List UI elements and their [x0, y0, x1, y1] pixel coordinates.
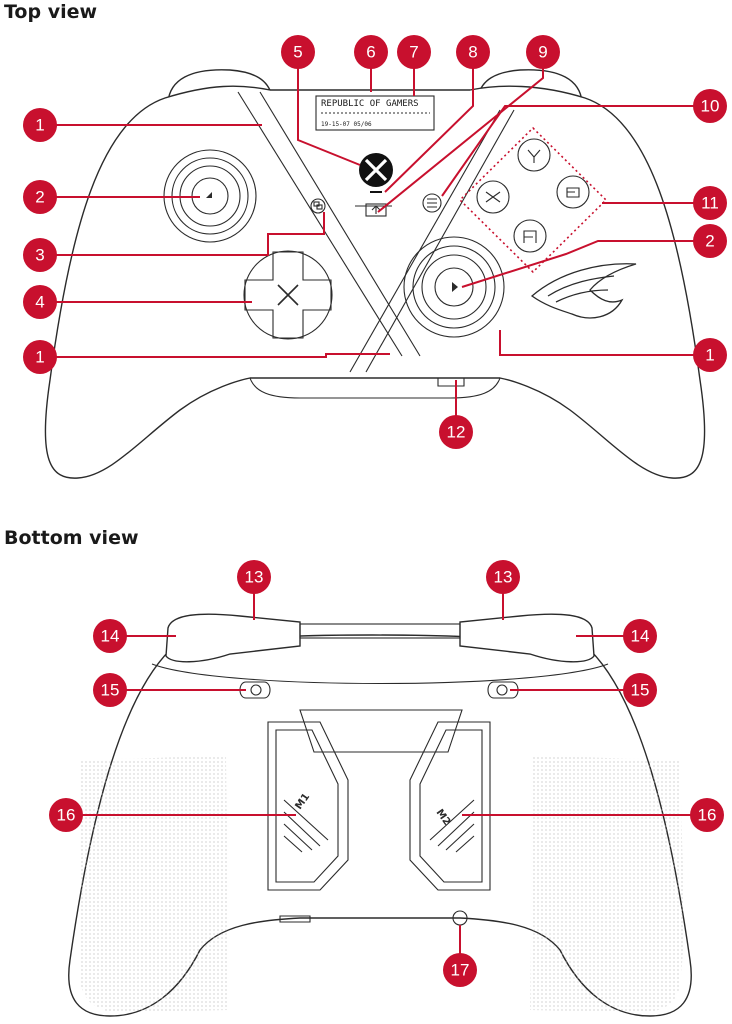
callout-badge-16b: 16 [690, 798, 724, 832]
b-button [556, 175, 590, 209]
svg-text:13: 13 [245, 568, 264, 587]
svg-text:11: 11 [701, 194, 719, 213]
svg-text:2: 2 [35, 188, 44, 207]
profile-switch-left [239, 681, 271, 699]
callout-badge-9: 9 [526, 35, 560, 69]
callout-badge-11: 11 [693, 186, 727, 220]
callout-badge-14b: 14 [623, 619, 657, 653]
a-button [513, 219, 547, 253]
callout-badge-7: 7 [397, 35, 431, 69]
bottom-callouts: 13 13 14 14 15 15 16 16 17 [49, 560, 724, 987]
svg-text:1: 1 [35, 116, 44, 135]
svg-text:16: 16 [57, 806, 76, 825]
x-button [476, 180, 510, 214]
controller-bottom-view: M1 M2 13 13 14 14 15 [49, 560, 724, 1017]
right-thumbstick [403, 236, 505, 338]
svg-text:1: 1 [705, 346, 714, 365]
face-buttons [458, 126, 608, 274]
svg-text:4: 4 [35, 293, 44, 312]
svg-text:7: 7 [409, 43, 418, 62]
callout-badge-13b: 13 [486, 560, 520, 594]
svg-text:17: 17 [451, 961, 470, 980]
callout-badge-10: 10 [693, 89, 727, 123]
view-button [310, 198, 326, 214]
rog-logo [530, 263, 637, 319]
callout-badge-16a: 16 [49, 798, 83, 832]
callout-badge-6: 6 [354, 35, 388, 69]
share-button [365, 203, 387, 217]
svg-text:15: 15 [631, 681, 650, 700]
svg-text:15: 15 [101, 681, 120, 700]
svg-text:1: 1 [35, 348, 44, 367]
left-grip-texture [79, 756, 228, 1012]
y-button [517, 138, 551, 172]
svg-text:8: 8 [468, 43, 477, 62]
svg-text:10: 10 [701, 97, 720, 116]
callout-badge-1c: 1 [693, 338, 727, 372]
svg-text:9: 9 [538, 43, 547, 62]
callout-badge-4: 4 [23, 285, 57, 319]
bottom-view-title: Bottom view [4, 527, 139, 549]
svg-text:14: 14 [101, 627, 120, 646]
controller-top-view: REPUBLIC OF GAMERS 19-15-07 05/06 [23, 35, 727, 479]
callout-badge-8: 8 [456, 35, 490, 69]
svg-text:13: 13 [494, 568, 513, 587]
svg-text:6: 6 [366, 43, 375, 62]
svg-text:16: 16 [698, 806, 717, 825]
callout-badge-13a: 13 [237, 560, 271, 594]
callout-badge-17: 17 [443, 953, 477, 987]
d-pad [243, 250, 333, 340]
svg-text:12: 12 [447, 423, 466, 442]
callout-badge-15b: 15 [623, 673, 657, 707]
callout-badge-3: 3 [23, 238, 57, 272]
brand-plate-title: REPUBLIC OF GAMERS [321, 99, 419, 109]
callout-badge-1a: 1 [23, 108, 57, 142]
brand-plate-serial: 19-15-07 05/06 [321, 121, 372, 128]
callout-badge-2b: 2 [693, 224, 727, 258]
top-callouts: 1 2 3 4 1 5 6 7 8 9 10 11 2 1 12 [23, 35, 727, 449]
top-view-title: Top view [4, 1, 98, 23]
callout-badge-12: 12 [439, 415, 473, 449]
callout-badge-2a: 2 [23, 180, 57, 214]
callout-badge-14a: 14 [93, 619, 127, 653]
svg-text:5: 5 [293, 43, 302, 62]
svg-text:3: 3 [35, 246, 44, 265]
callout-badge-15a: 15 [93, 673, 127, 707]
callout-badge-5: 5 [281, 35, 315, 69]
svg-text:2: 2 [705, 232, 714, 251]
menu-button [422, 193, 442, 213]
svg-text:14: 14 [631, 627, 650, 646]
right-grip-texture [530, 756, 683, 1012]
callout-badge-1b: 1 [23, 340, 57, 374]
xbox-button [359, 153, 393, 193]
profile-switch-right [487, 681, 519, 699]
